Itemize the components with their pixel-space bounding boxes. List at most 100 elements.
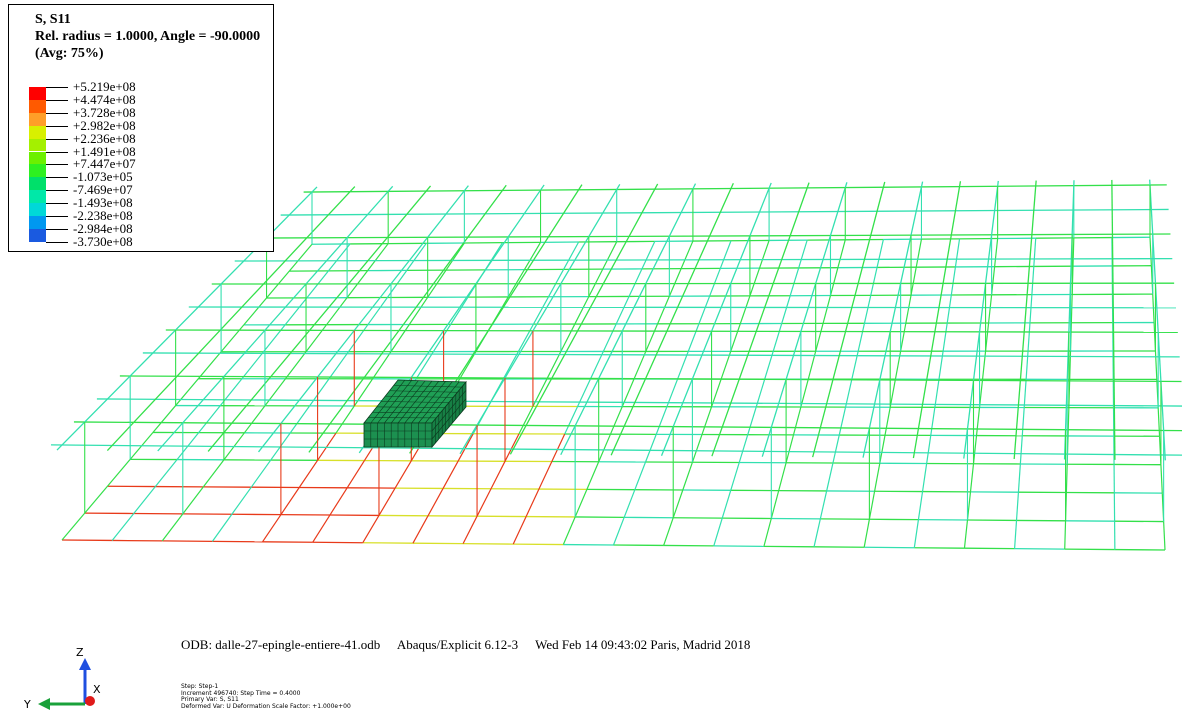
block-grid-line xyxy=(380,401,450,403)
rebar-element xyxy=(504,433,520,462)
rebar-element xyxy=(1157,407,1161,437)
rebar-element xyxy=(564,406,579,435)
legend-label: +1.491e+08 xyxy=(73,143,136,159)
legend-label: -7.469e+07 xyxy=(73,182,133,198)
rebar-element xyxy=(874,463,881,492)
rebar-element xyxy=(412,515,429,544)
rebar-element xyxy=(954,238,961,268)
rebar-element xyxy=(525,488,540,517)
rebar-element xyxy=(749,267,761,297)
block-grid-line xyxy=(431,398,467,440)
rebar-element xyxy=(981,351,987,380)
rebar-element xyxy=(298,459,319,488)
rebar-element xyxy=(862,181,924,458)
rebar-element xyxy=(589,351,604,380)
rebar-element xyxy=(668,268,682,297)
rebar-element xyxy=(813,518,821,547)
legend-tick xyxy=(46,164,68,166)
view-triad: Z X Y xyxy=(23,646,101,711)
rebar-element xyxy=(1154,350,1158,380)
rebar-element xyxy=(1070,294,1073,323)
rebar-element xyxy=(870,267,878,296)
legend-label: +7.447e+07 xyxy=(73,156,136,172)
legend-label: +2.236e+08 xyxy=(73,130,136,146)
legend-tick xyxy=(46,125,68,127)
rebar-element xyxy=(250,459,272,488)
legend-label: -2.984e+08 xyxy=(73,220,133,236)
legend-label: +3.728e+08 xyxy=(73,104,136,120)
rebar-element xyxy=(1029,294,1033,323)
rebar-element xyxy=(284,297,308,326)
rebar-element xyxy=(586,461,600,490)
rebar-element xyxy=(560,183,697,456)
rebar-element xyxy=(610,183,734,456)
legend-tick xyxy=(46,203,68,205)
rebar-element xyxy=(868,491,876,520)
rebar-element xyxy=(598,433,612,463)
legend-swatch xyxy=(29,151,46,165)
rebar-element xyxy=(879,435,886,464)
rebar-element xyxy=(142,352,1180,358)
rebar-element xyxy=(509,183,659,455)
rebar-element xyxy=(61,512,86,541)
rebar-element xyxy=(713,517,723,547)
rebar-element xyxy=(327,243,351,272)
rebar-element xyxy=(755,378,766,408)
rebar-element xyxy=(264,378,286,407)
rebar-element xyxy=(1063,180,1075,460)
legend-swatch xyxy=(29,99,46,113)
rebar-element xyxy=(346,460,365,489)
rebar-element xyxy=(348,324,369,353)
rebar-element xyxy=(445,242,465,271)
legend-tick xyxy=(46,228,68,230)
rebar-element xyxy=(289,405,311,434)
rebar-element xyxy=(1069,351,1072,380)
rebar-element xyxy=(367,297,388,325)
rebar-element xyxy=(305,324,328,353)
rebar-element xyxy=(913,519,920,548)
rebar-element xyxy=(829,267,839,296)
rebar-element xyxy=(588,268,604,297)
rebar-element xyxy=(563,241,580,270)
rebar-element xyxy=(921,463,928,492)
rebar-element xyxy=(946,294,952,324)
rebar-element xyxy=(975,407,981,436)
rebar-element xyxy=(826,462,834,492)
block-grid-line xyxy=(376,406,445,408)
rebar-element xyxy=(512,516,527,545)
rebar-element xyxy=(645,323,659,352)
rebar-element xyxy=(574,296,590,325)
rebar-element xyxy=(781,295,791,324)
rebar-element xyxy=(197,351,222,380)
rebar-element xyxy=(551,433,566,462)
rebar-element xyxy=(106,458,131,487)
rebar-element xyxy=(910,267,917,296)
rebar-element xyxy=(761,182,848,457)
rebar-element xyxy=(612,517,625,546)
rebar-element xyxy=(912,181,962,459)
viewport-info: ODB: dalle-27-epingle-entiere-41.odb Aba… xyxy=(181,637,764,653)
rebar-element xyxy=(308,184,507,453)
legend-label: +2.982e+08 xyxy=(73,117,136,133)
rebar-element xyxy=(837,239,846,268)
rebar-element xyxy=(459,183,621,455)
legend-variable: S, S11 xyxy=(35,12,71,27)
rebar-element xyxy=(328,351,349,380)
rebar-element xyxy=(353,378,374,407)
rebar-element xyxy=(691,434,703,463)
state-block: Step: Step-1 Increment 496740: Step Time… xyxy=(181,683,351,710)
legend-tick xyxy=(46,216,68,217)
rebar-element xyxy=(682,462,693,491)
rebar-element xyxy=(432,324,452,352)
rebar-element xyxy=(1019,435,1023,465)
rebar-element xyxy=(1021,407,1025,436)
rebar-element xyxy=(188,306,1176,309)
rebar-element xyxy=(657,296,670,325)
rebar-element xyxy=(523,242,542,270)
rebar-element xyxy=(800,378,809,408)
rebar-element xyxy=(1031,266,1035,295)
legend-swatch xyxy=(29,190,46,204)
rebar-element xyxy=(442,460,459,489)
rebar-element xyxy=(211,513,233,542)
